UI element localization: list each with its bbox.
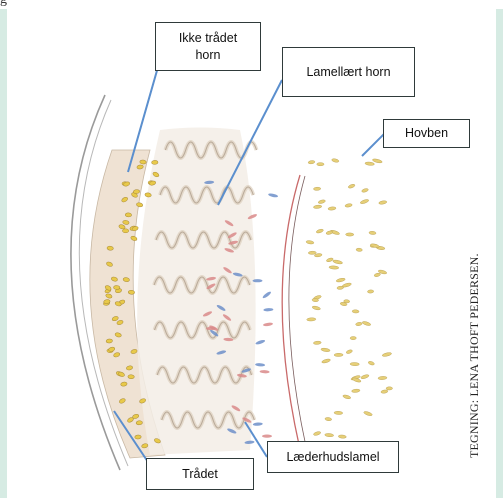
vein-mark <box>255 363 265 367</box>
horn-tubule <box>113 285 120 289</box>
bone-spot <box>374 273 381 278</box>
bone-spot <box>318 199 326 204</box>
vein-mark <box>263 308 273 312</box>
vein-mark <box>253 422 263 426</box>
bone-spot <box>334 411 343 415</box>
horn-tubule <box>128 375 135 379</box>
horn-tubule <box>151 160 158 164</box>
bone-spot <box>321 348 331 353</box>
horn-tubule <box>107 246 114 251</box>
bone-spot <box>313 187 320 191</box>
vein-mark <box>268 193 278 198</box>
bone-spot <box>370 243 379 248</box>
vein-mark <box>262 291 272 299</box>
label-laederhudslamel: Læderhudslamel <box>267 441 399 473</box>
artery-mark <box>262 435 272 438</box>
bone-spot <box>313 431 321 436</box>
bone-spot <box>352 310 359 314</box>
bone-spot <box>360 374 369 380</box>
bone-spot <box>336 278 346 283</box>
dermis-border-arc-2 <box>289 176 311 468</box>
horn-tubule <box>133 189 140 194</box>
artery-mark <box>260 370 270 374</box>
vein-mark <box>253 279 263 282</box>
bone-spot <box>325 433 334 437</box>
bone-spot <box>337 286 344 290</box>
horn-tubule <box>135 435 142 439</box>
horn-tubule <box>140 160 147 165</box>
bone-spot <box>326 257 334 262</box>
bone-spot <box>386 387 393 390</box>
bone-spot <box>360 199 369 205</box>
bone-spot <box>313 341 321 345</box>
bone-spot <box>369 231 376 235</box>
bone-spot <box>307 318 316 322</box>
label-hovben: Hovben <box>383 119 470 148</box>
bone-spot <box>321 358 330 364</box>
bone-spot <box>345 203 353 207</box>
bone-spot <box>348 184 356 189</box>
bone-spot <box>356 248 363 252</box>
bone-spot <box>363 411 372 417</box>
bone-spot <box>317 163 324 166</box>
bone-spot <box>368 361 375 366</box>
coffin-bone-spots-group <box>306 158 393 452</box>
bone-spot <box>326 230 333 235</box>
bone-spot <box>350 362 359 366</box>
bone-spot <box>381 390 388 394</box>
label-ikke-tradet-horn: Ikke trådet horn <box>155 22 261 71</box>
horn-tubule <box>128 290 135 295</box>
leader-line-hovben <box>362 134 384 156</box>
bone-spot <box>355 322 362 326</box>
bone-spot <box>328 206 336 210</box>
label-tradet: Trådet <box>146 458 254 490</box>
bone-spot <box>379 200 388 205</box>
bone-spot <box>312 305 321 310</box>
horn-tubule <box>125 213 132 217</box>
bone-spot <box>367 290 373 294</box>
bone-spot <box>365 162 375 166</box>
horn-tubule <box>136 421 143 426</box>
bone-spot <box>362 321 371 327</box>
bone-spot <box>382 352 392 357</box>
bone-spot <box>351 389 360 393</box>
bone-spot <box>338 435 346 439</box>
bone-spot <box>334 353 343 356</box>
horn-tubule <box>106 339 113 344</box>
bone-spot <box>308 251 316 254</box>
bone-spot <box>306 240 314 244</box>
bone-spot <box>331 158 339 163</box>
bone-spot <box>333 259 343 264</box>
bone-spot <box>361 188 368 193</box>
bone-spot <box>308 160 315 164</box>
bone-spot <box>378 376 387 380</box>
illustration-credit: TEGNING: LENA THOFT PEDERSEN. <box>467 253 482 458</box>
vein-mark <box>255 339 265 345</box>
bone-spot <box>316 228 324 233</box>
bone-spot <box>346 349 353 354</box>
horn-tubule <box>122 229 128 233</box>
bone-spot <box>346 233 354 236</box>
bone-spot <box>313 205 322 209</box>
artery-mark <box>263 322 273 327</box>
label-lamellaert-horn: Lamellært horn <box>282 47 415 97</box>
bone-spot <box>329 266 339 270</box>
bone-spot <box>350 336 356 339</box>
bone-spot <box>342 394 351 399</box>
bone-spot <box>325 417 332 421</box>
